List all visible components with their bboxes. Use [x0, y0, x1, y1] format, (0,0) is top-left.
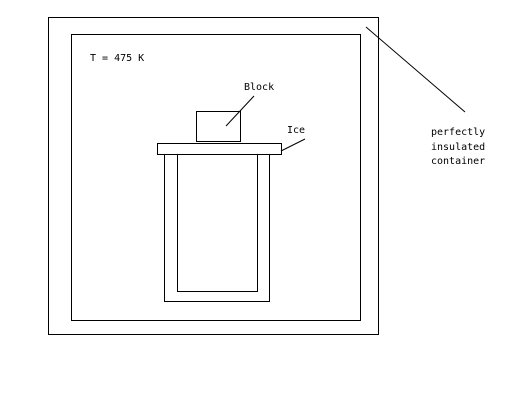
block-label-pointer: [225, 95, 255, 127]
container-label-pointer: [365, 26, 466, 113]
container-label-line-1: perfectly: [431, 127, 485, 138]
container-inner-wall: [71, 34, 361, 321]
ice-slab: [157, 143, 282, 155]
ice-label-pointer: [280, 138, 306, 152]
container-label-line-2: insulated: [431, 142, 485, 153]
ice-label: Ice: [287, 125, 305, 136]
container-label-line-3: container: [431, 156, 485, 167]
stand-inner-wall: [177, 154, 258, 292]
container-label: perfectly insulated container: [431, 127, 491, 167]
container-outer-wall: [48, 17, 379, 335]
block: [196, 111, 241, 142]
block-label: Block: [244, 82, 274, 93]
temperature-label: T = 475 K: [90, 53, 144, 64]
stand-outer-wall: [164, 154, 270, 302]
